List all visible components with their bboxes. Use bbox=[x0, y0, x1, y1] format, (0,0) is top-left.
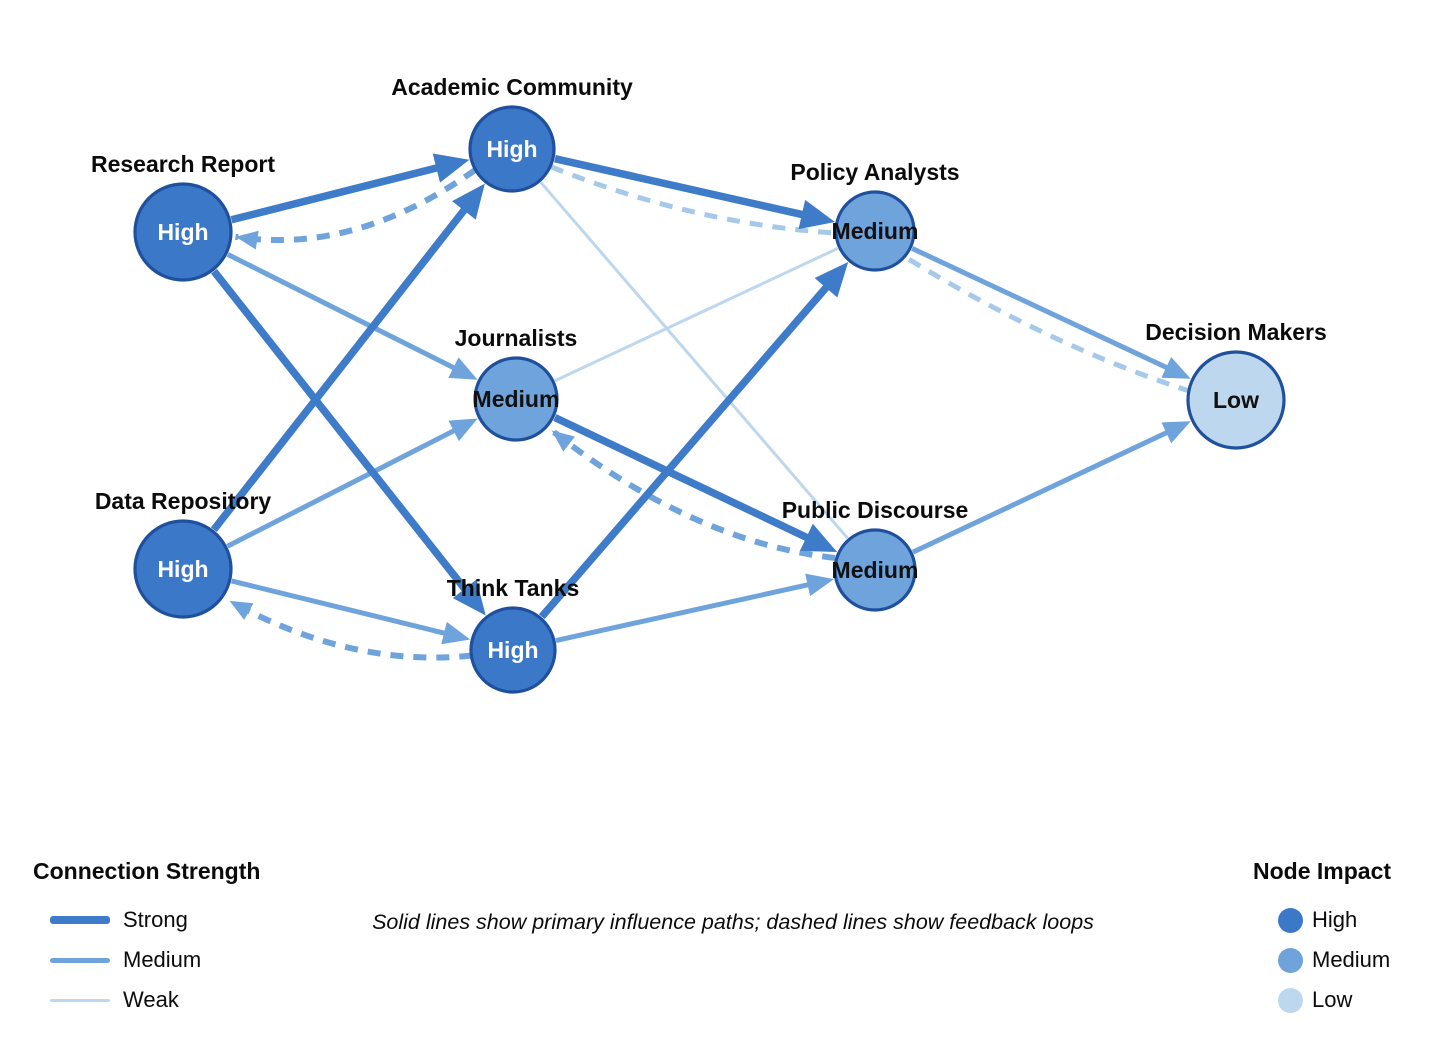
legend-node-item-high: High bbox=[1278, 906, 1357, 934]
edge-data-repository-academic-community bbox=[210, 194, 478, 532]
edge-public-discourse-journalists bbox=[549, 428, 836, 561]
node-decision-makers-impact: Low bbox=[1213, 387, 1259, 413]
node-policy-analysts-label: Policy Analysts bbox=[790, 159, 959, 185]
node-public-discourse bbox=[833, 528, 917, 612]
node-think-tanks-label: Think Tanks bbox=[447, 575, 580, 601]
legend-connection-label: Weak bbox=[123, 987, 179, 1012]
arrowhead-journalists-public-discourse bbox=[799, 523, 838, 552]
edge-policy-analysts-decision-makers bbox=[911, 246, 1180, 376]
edge-think-tanks-public-discourse bbox=[555, 579, 822, 643]
figure-caption: Solid lines show primary influence paths… bbox=[372, 910, 1094, 934]
node-academic-community-label: Academic Community bbox=[391, 74, 633, 100]
arrowhead-data-repository-think-tanks bbox=[441, 621, 471, 645]
edge-journalists-policy-analysts bbox=[554, 247, 839, 383]
legend-node-label: Low bbox=[1312, 987, 1353, 1012]
low-node-swatch bbox=[1278, 987, 1303, 1013]
edge-academic-community-policy-analysts bbox=[549, 164, 836, 236]
edge-academic-community-research-report bbox=[235, 167, 478, 244]
legend-connection-item-medium: Medium bbox=[50, 946, 201, 974]
node-decision-makers bbox=[1186, 350, 1286, 450]
arrowhead-think-tanks-data-repository bbox=[229, 600, 254, 620]
edge-public-discourse-decision-makers bbox=[911, 424, 1180, 555]
node-data-repository-impact: High bbox=[157, 556, 208, 582]
legend-node-label: High bbox=[1312, 907, 1358, 932]
legend-node-item-low: Low bbox=[1278, 986, 1352, 1014]
legend-connection-label: Medium bbox=[123, 947, 202, 972]
legend-connection-item-weak: Weak bbox=[50, 986, 179, 1014]
edge-data-repository-journalists bbox=[226, 422, 467, 549]
legend-node-item-medium: Medium bbox=[1278, 946, 1390, 974]
arrowhead-think-tanks-public-discourse bbox=[805, 573, 834, 597]
arrowhead-policy-analysts-decision-makers bbox=[1161, 356, 1191, 379]
legend-connection-label: Strong bbox=[123, 907, 188, 932]
node-journalists-impact: Medium bbox=[473, 386, 560, 412]
arrowhead-data-repository-academic-community bbox=[452, 183, 485, 220]
node-research-report bbox=[133, 182, 233, 282]
node-think-tanks bbox=[469, 606, 557, 694]
arrowhead-think-tanks-policy-analysts bbox=[814, 262, 849, 298]
edge-research-report-academic-community bbox=[230, 160, 454, 224]
medium-node-swatch bbox=[1278, 947, 1303, 973]
node-data-repository-label: Data Repository bbox=[95, 488, 272, 514]
node-research-report-impact: High bbox=[157, 219, 208, 245]
edge-research-report-think-tanks bbox=[211, 268, 479, 605]
node-policy-analysts-impact: Medium bbox=[832, 218, 919, 244]
strong-line-swatch bbox=[50, 916, 110, 924]
node-public-discourse-impact: Medium bbox=[832, 557, 919, 583]
node-policy-analysts bbox=[834, 190, 916, 272]
arrowhead-research-report-journalists bbox=[448, 357, 478, 380]
edge-research-report-journalists bbox=[226, 252, 467, 376]
arrowhead-research-report-think-tanks bbox=[452, 579, 486, 616]
node-decision-makers-label: Decision Makers bbox=[1145, 319, 1327, 345]
node-think-tanks-impact: High bbox=[487, 637, 538, 663]
arrowhead-academic-community-policy-analysts bbox=[798, 199, 836, 230]
node-data-repository bbox=[133, 519, 233, 619]
edge-think-tanks-policy-analysts bbox=[538, 272, 840, 620]
edge-think-tanks-data-repository bbox=[228, 598, 473, 661]
node-public-discourse-label: Public Discourse bbox=[782, 497, 969, 523]
arrowhead-data-repository-journalists bbox=[448, 418, 478, 442]
high-node-swatch bbox=[1278, 907, 1303, 933]
edge-journalists-public-discourse bbox=[553, 414, 824, 549]
medium-line-swatch bbox=[50, 957, 110, 963]
node-academic-community-impact: High bbox=[486, 136, 537, 162]
node-journalists bbox=[473, 356, 559, 442]
arrowhead-public-discourse-decision-makers bbox=[1161, 421, 1191, 444]
edge-academic-community-public-discourse bbox=[539, 181, 849, 540]
node-journalists-label: Journalists bbox=[455, 325, 578, 351]
legend-node-label: Medium bbox=[1312, 947, 1391, 972]
arrowhead-research-report-academic-community bbox=[432, 153, 470, 183]
arrowhead-public-discourse-journalists bbox=[551, 430, 575, 452]
legend-connection-item-strong: Strong bbox=[50, 906, 188, 934]
edge-data-repository-think-tanks bbox=[230, 578, 458, 639]
node-research-report-label: Research Report bbox=[91, 151, 275, 177]
arrowhead-academic-community-research-report bbox=[235, 230, 259, 250]
weak-line-swatch bbox=[50, 998, 110, 1002]
edge-academic-community-policy-analysts bbox=[554, 155, 820, 222]
node-impact-legend-title: Node Impact bbox=[1253, 858, 1392, 884]
connection-strength-legend-title: Connection Strength bbox=[33, 858, 261, 884]
node-academic-community bbox=[468, 105, 556, 193]
